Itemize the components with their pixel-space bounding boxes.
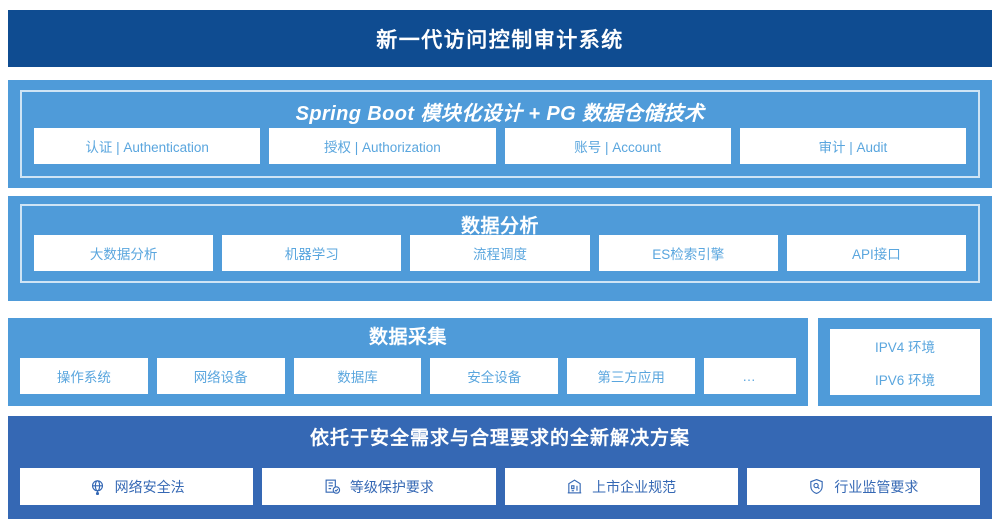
data-analysis-layer-frame: 数据分析 大数据分析 机器学习 流程调度 ES检索引擎 API接口 [20,204,980,283]
card-label: 第三方应用 [597,370,665,385]
card-label: IPV4 环境 [874,339,936,355]
application-card-authorization[interactable]: 授权 | Authorization [269,128,496,164]
page-title: 新一代访问控制审计系统 [376,28,624,52]
card-label: ES检索引擎 [652,247,725,262]
compliance-solution-panel: 依托于安全需求与合理要求的全新解决方案 网络安全法 [8,416,992,519]
environment-card-ipv6[interactable]: IPV6 环境 [830,362,980,395]
data-analysis-heading: 数据分析 [460,216,539,237]
card-label: 行业监管要求 [834,478,919,495]
compliance-solution-heading: 依托于安全需求与合理要求的全新解决方案 [309,428,690,449]
application-card-account[interactable]: 账号 | Account [504,128,731,164]
collection-card-operating-system[interactable]: 操作系统 [20,358,148,394]
page-title-bar: 新一代访问控制审计系统 [8,10,992,67]
document-check-icon [324,478,341,495]
bank-building-icon [566,478,583,495]
card-label: IPV6 环境 [874,372,936,388]
compliance-card-industry-supervision[interactable]: 行业监管要求 [746,468,980,505]
collection-card-database[interactable]: 数据库 [293,358,422,394]
card-label: 机器学习 [284,247,339,262]
data-analysis-card-row: 大数据分析 机器学习 流程调度 ES检索引擎 API接口 [34,235,967,271]
card-label: 网络设备 [193,370,248,385]
environment-card-ipv4[interactable]: IPV4 环境 [830,329,980,362]
application-layer-heading: Spring Boot 模块化设计 + PG 数据仓储技术 [295,103,705,125]
data-collection-card-row: 操作系统 网络设备 数据库 安全设备 第三方应用 … [20,358,796,394]
compliance-card-listed-enterprise-norms[interactable]: 上市企业规范 [504,468,738,505]
card-label: 操作系统 [56,370,111,385]
data-collection-heading: 数据采集 [368,327,447,348]
compliance-card-row: 网络安全法 等级保护要求 [20,468,980,505]
shield-search-icon [808,478,825,495]
analysis-card-api-interface[interactable]: API接口 [786,235,967,271]
card-label: 授权 | Authorization [323,140,441,155]
card-label: 等级保护要求 [349,478,434,495]
analysis-card-big-data[interactable]: 大数据分析 [34,235,214,271]
card-label: 上市企业规范 [592,478,677,495]
application-layer-frame: Spring Boot 模块化设计 + PG 数据仓储技术 认证 | Authe… [20,90,980,178]
card-label: 网络安全法 [114,478,185,495]
card-label: 审计 | Audit [818,140,888,155]
application-card-authentication[interactable]: 认证 | Authentication [34,128,261,164]
analysis-card-es-search-engine[interactable]: ES检索引擎 [598,235,778,271]
card-label: 认证 | Authentication [85,140,209,155]
card-label: 数据库 [337,370,378,385]
card-label: … [742,368,758,384]
card-label: 账号 | Account [574,140,662,155]
compliance-card-classified-protection[interactable]: 等级保护要求 [262,468,496,505]
application-card-audit[interactable]: 审计 | Audit [739,128,966,164]
card-label: 流程调度 [473,247,527,262]
analysis-card-machine-learning[interactable]: 机器学习 [222,235,402,271]
card-label: 安全设备 [467,370,522,385]
analysis-card-process-scheduling[interactable]: 流程调度 [410,235,590,271]
card-label: API接口 [852,247,901,262]
application-layer-panel: Spring Boot 模块化设计 + PG 数据仓储技术 认证 | Authe… [8,80,992,188]
data-analysis-layer-panel: 数据分析 大数据分析 机器学习 流程调度 ES检索引擎 API接口 [8,196,992,301]
application-layer-card-row: 认证 | Authentication 授权 | Authorization 账… [34,128,966,164]
globe-icon [89,478,106,495]
network-environment-panel: IPV4 环境 IPV6 环境 [818,318,992,406]
card-label: 大数据分析 [89,247,158,262]
collection-card-more[interactable]: … [703,358,796,394]
collection-card-security-device[interactable]: 安全设备 [430,358,559,394]
compliance-card-cybersecurity-law[interactable]: 网络安全法 [20,468,254,505]
collection-card-third-party-app[interactable]: 第三方应用 [567,358,695,394]
collection-card-network-device[interactable]: 网络设备 [156,358,285,394]
data-collection-layer-panel: 数据采集 操作系统 网络设备 数据库 安全设备 第三方应用 … [8,318,808,406]
